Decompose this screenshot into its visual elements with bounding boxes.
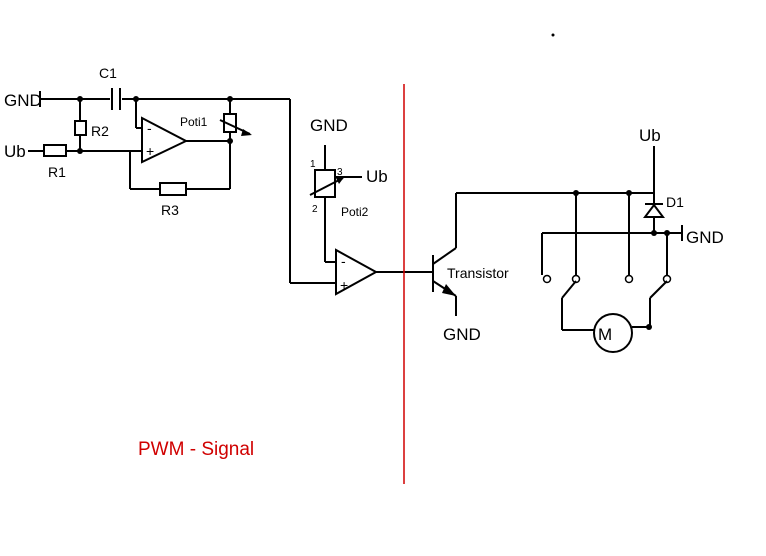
label-gnd-input: GND — [4, 91, 42, 110]
label-poti1: Poti1 — [180, 115, 208, 129]
label-ub-motor: Ub — [639, 126, 661, 145]
motor-circle — [593, 313, 633, 353]
resistor-r2 — [74, 120, 87, 136]
label-ub-poti2: Ub — [366, 167, 388, 186]
input-wiring — [28, 91, 336, 284]
label-gnd-transistor: GND — [443, 325, 481, 344]
comparator-opamp-2 — [335, 248, 433, 296]
label-r3: R3 — [161, 202, 179, 218]
label-ub-input: Ub — [4, 142, 26, 161]
label-transistor: Transistor — [447, 265, 509, 281]
label-c1: C1 — [99, 65, 117, 81]
label-pin1: 1 — [310, 159, 316, 170]
potentiometer-poti2 — [309, 169, 345, 198]
label-opamp1-minus: - — [147, 120, 152, 136]
capacitor-c1 — [111, 88, 121, 110]
label-r2: R2 — [91, 123, 109, 139]
diagram-title: PWM - Signal — [138, 439, 254, 460]
opamp-1 — [141, 116, 189, 164]
switch-contacts — [542, 274, 672, 284]
motor-wiring — [456, 146, 683, 331]
label-opamp1-plus: + — [146, 143, 154, 159]
potentiometer-poti1 — [219, 113, 252, 136]
label-poti2: Poti2 — [341, 205, 369, 219]
label-r1: R1 — [48, 164, 66, 180]
diode-d1 — [643, 203, 665, 218]
label-gnd-motor: GND — [686, 228, 724, 247]
label-pin2: 2 — [312, 204, 318, 215]
label-d1: D1 — [666, 194, 684, 210]
label-motor: M — [598, 325, 612, 344]
transistor — [432, 193, 457, 316]
label-opamp2-minus: - — [341, 253, 346, 269]
label-pin3: 3 — [337, 167, 343, 178]
resistor-r3 — [159, 182, 187, 196]
stray-dot — [551, 33, 555, 37]
label-opamp2-plus: + — [340, 277, 348, 293]
poti2-wiring — [324, 145, 362, 263]
resistor-r1 — [43, 144, 67, 157]
label-gnd-poti2: GND — [310, 116, 348, 135]
